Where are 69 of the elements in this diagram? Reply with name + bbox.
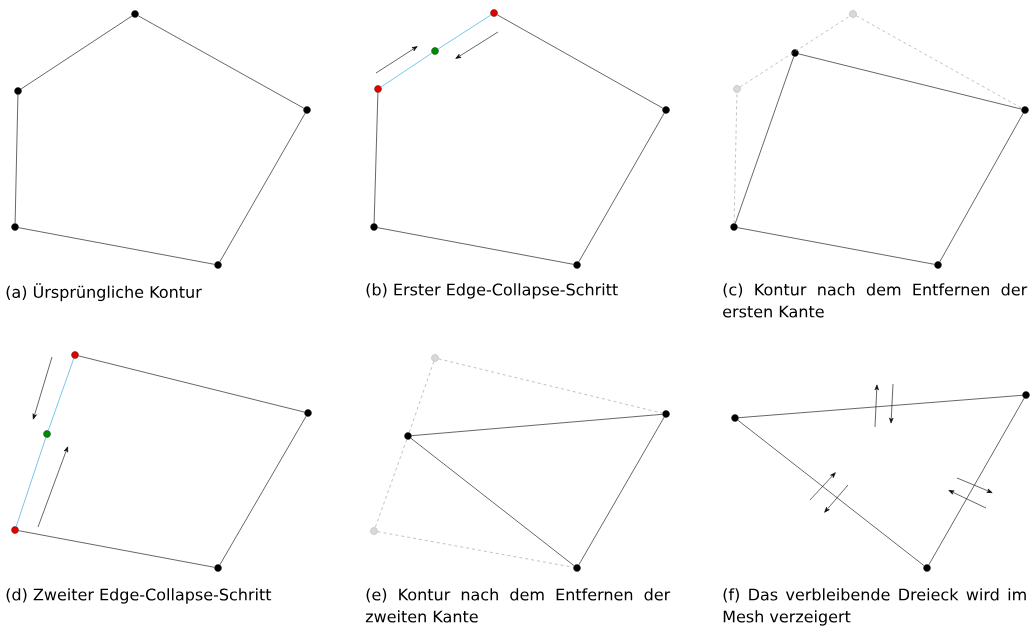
line — [374, 439, 408, 528]
line — [437, 14, 492, 50]
point — [71, 351, 79, 359]
point — [662, 410, 670, 418]
line — [219, 112, 306, 263]
point — [791, 49, 799, 57]
point — [730, 223, 738, 231]
caption: (b) Erster Edge-Collapse-Schritt — [366, 283, 618, 299]
line — [928, 397, 1025, 566]
point — [662, 106, 670, 114]
line — [411, 414, 663, 436]
line — [78, 355, 305, 413]
point — [303, 106, 311, 114]
point — [43, 430, 51, 438]
point — [370, 527, 378, 535]
point — [14, 87, 22, 95]
point — [431, 47, 439, 55]
point — [431, 354, 439, 362]
point — [849, 10, 857, 18]
line — [578, 112, 665, 263]
point — [573, 261, 581, 269]
line — [408, 361, 435, 433]
line — [377, 227, 574, 265]
point — [11, 526, 19, 534]
line — [14, 94, 19, 224]
line — [733, 92, 738, 224]
line — [18, 227, 215, 265]
caption: (a) Ürsprüngliche Kontur — [6, 283, 202, 302]
point — [490, 9, 498, 17]
line — [15, 437, 47, 527]
line — [578, 416, 665, 566]
line — [438, 358, 663, 414]
point — [923, 564, 931, 572]
point — [304, 409, 312, 417]
line — [737, 419, 925, 566]
point — [214, 261, 222, 269]
caption: (c) Kontur nach dem Entfernen der ersten Kante — [723, 283, 1028, 318]
point — [934, 261, 942, 269]
line — [496, 14, 664, 109]
point — [214, 564, 222, 572]
line — [737, 227, 935, 265]
point — [733, 85, 741, 93]
caption: (f) Das verbleibende Dreieck wird im Mesh verzeigert — [723, 588, 1026, 626]
point — [1021, 106, 1029, 114]
point — [374, 85, 382, 93]
point — [131, 10, 139, 18]
line — [47, 358, 75, 431]
point — [731, 414, 739, 422]
line — [20, 15, 133, 90]
line — [373, 92, 379, 224]
caption: (d) Zweiter Edge-Collapse-Schritt — [6, 588, 272, 604]
line — [18, 530, 215, 568]
line — [380, 52, 433, 88]
line — [734, 56, 795, 224]
line — [219, 415, 307, 566]
line — [798, 53, 1022, 110]
line — [855, 15, 1023, 109]
line — [738, 395, 1023, 418]
line — [377, 531, 574, 568]
line — [410, 437, 575, 566]
point — [11, 223, 19, 231]
line — [739, 15, 851, 88]
caption: (e) Kontur nach dem Entfernen der zweiten Kante — [365, 588, 671, 623]
point — [404, 432, 412, 440]
point — [370, 223, 378, 231]
point — [1022, 391, 1030, 399]
line — [939, 112, 1024, 263]
line — [137, 15, 305, 109]
point — [573, 564, 581, 572]
